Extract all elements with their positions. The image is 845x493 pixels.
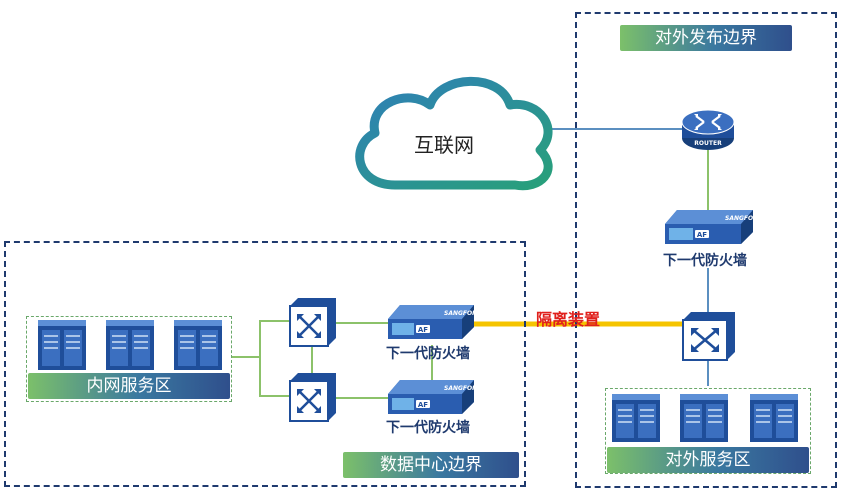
firewall-dc-2-label: 下一代防火墙 — [386, 420, 470, 436]
fw-dc2-brand: SANGFOR — [444, 385, 477, 392]
router-icon — [681, 109, 735, 150]
fw-ext-badge: AF — [697, 231, 707, 239]
external-servers — [612, 394, 798, 442]
server-icon — [612, 394, 660, 442]
internal-zone-label: 内网服务区 — [28, 373, 230, 399]
server-icon — [750, 394, 798, 442]
fw-dc1-brand: SANGFOR — [444, 310, 477, 317]
internet-label: 互联网 — [414, 133, 474, 157]
server-icon — [680, 394, 728, 442]
internal-service-zone — [26, 316, 232, 402]
fw-dc2-badge: AF — [418, 401, 428, 409]
server-icon — [174, 320, 222, 370]
server-icon — [106, 320, 154, 370]
server-icon — [38, 320, 86, 370]
datacenter-boundary-label: 数据中心边界 — [343, 452, 519, 478]
external-service-zone — [605, 388, 811, 474]
firewall-external-icon: AF SANGFOR — [665, 210, 758, 244]
switch-dc-2-icon — [289, 373, 336, 422]
fw-ext-brand: SANGFOR — [725, 215, 758, 222]
link-internal-switch2 — [259, 357, 290, 397]
firewall-dc-2-icon: AF SANGFOR — [388, 380, 477, 414]
switch-dc-1-icon — [289, 298, 336, 347]
external-boundary — [575, 12, 837, 488]
external-zone-label: 对外服务区 — [607, 447, 809, 473]
switch-external-icon — [682, 312, 735, 361]
router-text: ROUTER — [694, 140, 722, 147]
firewall-dc-1-icon: AF SANGFOR — [388, 305, 477, 339]
firewall-dc-1-label: 下一代防火墙 — [386, 346, 470, 362]
internal-servers — [38, 320, 222, 370]
link-internal-switches — [232, 320, 290, 358]
firewall-external-label: 下一代防火墙 — [663, 253, 747, 269]
external-boundary-label: 对外发布边界 — [620, 25, 792, 51]
fw-dc1-badge: AF — [418, 326, 428, 334]
isolation-device-label: 隔离装置 — [536, 310, 601, 329]
datacenter-boundary — [4, 241, 526, 487]
internet-cloud — [355, 76, 553, 191]
